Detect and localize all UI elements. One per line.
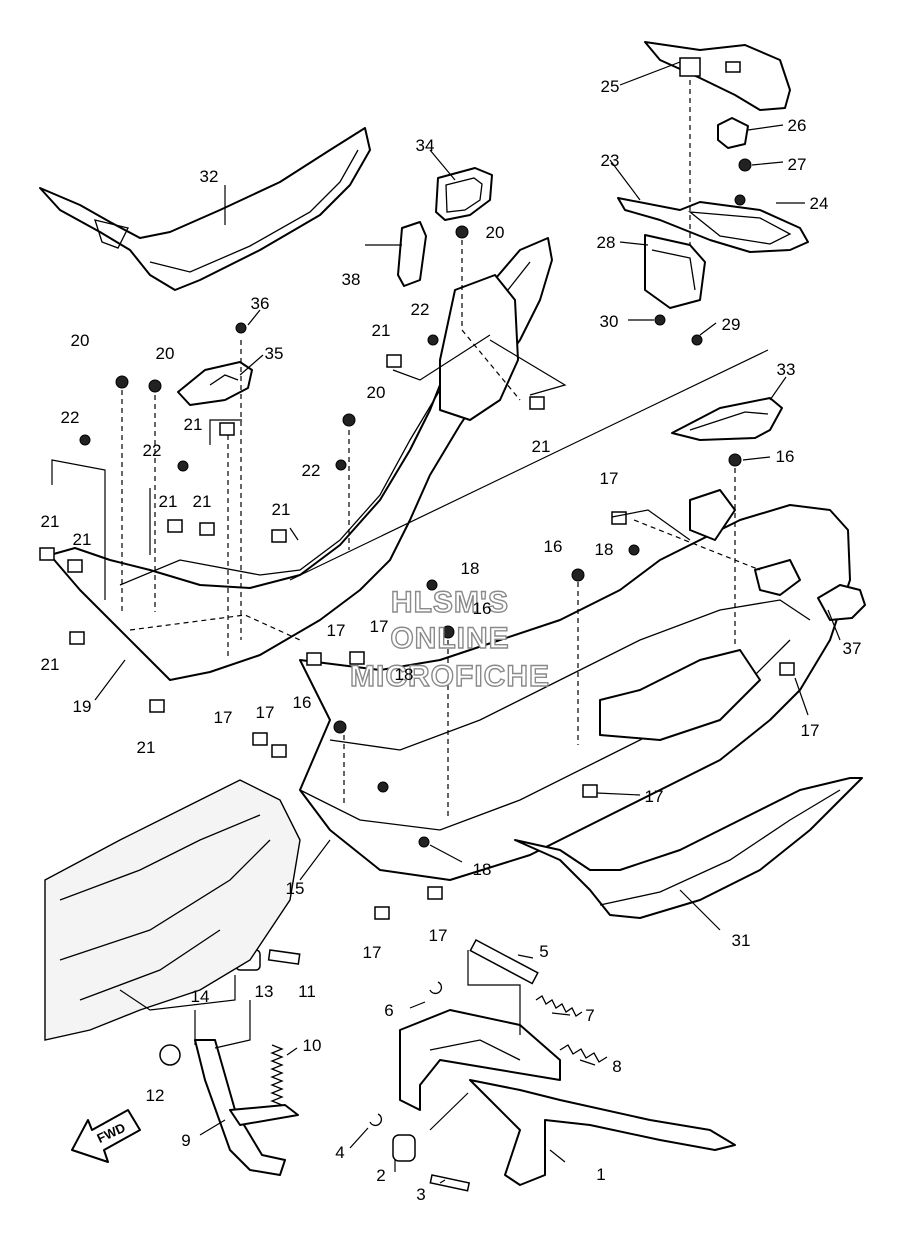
callout-11: 11 [298,982,316,1001]
callout-36: 36 [251,294,270,313]
callout-22d: 22 [302,461,321,480]
callout-20d: 20 [367,383,386,402]
callout-17d: 17 [214,708,233,727]
main-stand [399,1009,736,1186]
callout-17i: 17 [363,943,382,962]
callout-labels: 1 2 3 4 5 6 7 8 9 10 11 12 13 14 15 16 1… [41,77,862,1204]
spring-side-stand [270,1044,284,1106]
callout-6: 6 [384,1001,393,1020]
callout-17f: 17 [801,721,820,740]
callout-28: 28 [597,233,616,252]
callout-21i: 21 [41,655,60,674]
callout-22a: 22 [411,300,430,319]
callout-17c: 17 [370,617,389,636]
small-cover [671,397,783,441]
callout-21c: 21 [532,437,551,456]
frame-partial [44,779,301,1041]
watermark: HLSM'S ONLINE MICROFICHE [349,585,550,693]
callout-20a: 20 [71,331,90,350]
callout-18c: 18 [395,665,414,684]
callout-21b: 21 [184,415,203,434]
callout-18d: 18 [473,860,492,879]
watermark-line-2: ONLINE [390,622,509,655]
callout-20b: 20 [156,344,175,363]
side-stand [194,1039,299,1176]
clip-26 [717,117,749,149]
callout-21e: 21 [193,492,212,511]
callout-21d: 21 [159,492,178,511]
callout-23: 23 [601,151,620,170]
callout-22b: 22 [61,408,80,427]
callout-35: 35 [265,344,284,363]
side-cover-left-upper [39,127,371,291]
callout-24: 24 [810,194,829,213]
callout-5: 5 [539,942,548,961]
callout-30: 30 [600,312,619,331]
callout-9: 9 [181,1131,190,1150]
side-cover-right-lower [514,777,863,919]
inner-panel-front [49,237,553,681]
callout-22c: 22 [143,441,162,460]
callout-2: 2 [376,1166,385,1185]
callout-15: 15 [286,879,305,898]
handle-cover-top [644,41,791,111]
forward-arrow-icon [71,1109,141,1163]
callout-25: 25 [601,77,620,96]
callout-17h: 17 [429,926,448,945]
callout-32: 32 [200,167,219,186]
callout-38: 38 [342,270,361,289]
callout-18a: 18 [461,559,480,578]
callout-21a: 21 [372,321,391,340]
callout-1: 1 [596,1165,605,1184]
callout-37: 37 [843,639,862,658]
callout-16c: 16 [473,599,492,618]
callout-31: 31 [732,931,751,950]
callout-16d: 16 [293,693,312,712]
callout-12: 12 [146,1086,165,1105]
callout-26: 26 [788,116,807,135]
watermark-line-1: HLSM'S [391,586,509,619]
callout-21f: 21 [272,500,291,519]
callout-14: 14 [191,987,210,1006]
lid-tray [617,197,809,253]
callout-8: 8 [612,1057,621,1076]
reference-lines [121,80,761,820]
screws-and-clips [39,158,795,920]
callout-10: 10 [303,1036,322,1055]
callout-21j: 21 [137,738,156,757]
callout-29: 29 [722,315,741,334]
cap-37 [817,584,866,621]
callout-21g: 21 [41,512,60,531]
lens-panel [435,167,493,221]
springs-main-stand [535,995,608,1063]
callout-17b: 17 [327,621,346,640]
callout-34: 34 [416,136,435,155]
callout-7: 7 [585,1006,594,1025]
callout-21h: 21 [73,530,92,549]
callout-16b: 16 [544,537,563,556]
callout-20c: 20 [486,223,505,242]
callout-33: 33 [777,360,796,379]
callout-3: 3 [416,1185,425,1204]
callout-18b: 18 [595,540,614,559]
callout-13: 13 [255,982,274,1001]
callout-4: 4 [335,1143,344,1162]
callout-17a: 17 [600,469,619,488]
watermark-line-3: MICROFICHE [350,660,550,693]
lock-mechanism [644,234,706,309]
callout-27: 27 [788,155,807,174]
leader-lines [51,61,841,1184]
callout-17g: 17 [645,787,664,806]
callout-17e: 17 [256,703,275,722]
callout-19: 19 [73,697,92,716]
clip-38 [397,221,427,287]
bracket-35 [177,361,253,406]
callout-16a: 16 [776,447,795,466]
